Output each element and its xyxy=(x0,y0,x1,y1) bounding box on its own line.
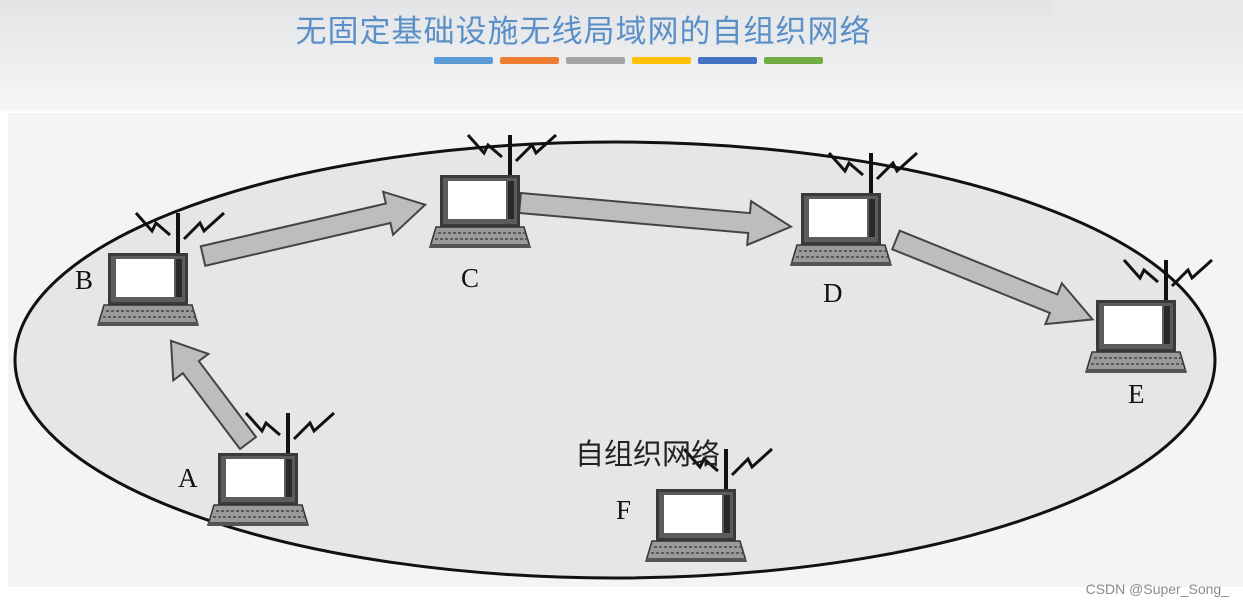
slide-title: 无固定基础设施无线局域网的自组织网络 xyxy=(295,14,872,50)
color-bar-4 xyxy=(632,57,691,64)
network-diagram: B C D E A F 自组织网络 xyxy=(8,113,1243,587)
node-label-d: D xyxy=(823,278,843,308)
node-label-e: E xyxy=(1128,379,1145,409)
arrow-a-to-b xyxy=(169,339,258,451)
header-corner-panel xyxy=(1052,0,1243,26)
color-bar-1 xyxy=(434,57,493,64)
color-bar-5 xyxy=(698,57,757,64)
node-label-a: A xyxy=(178,463,198,493)
color-bar-6 xyxy=(764,57,823,64)
arrow-c-to-d xyxy=(518,191,794,247)
color-bar-2 xyxy=(500,57,559,64)
network-label: 自组织网络 xyxy=(575,437,721,471)
arrow-d-to-e xyxy=(890,229,1095,326)
node-label-f: F xyxy=(616,495,632,525)
node-label-c: C xyxy=(461,263,480,293)
color-bar-3 xyxy=(566,57,625,64)
node-label-b: B xyxy=(75,265,94,295)
diagram-canvas xyxy=(13,133,1217,580)
watermark: CSDN @Super_Song_ xyxy=(1085,581,1229,597)
arrow-b-to-c xyxy=(199,190,428,267)
